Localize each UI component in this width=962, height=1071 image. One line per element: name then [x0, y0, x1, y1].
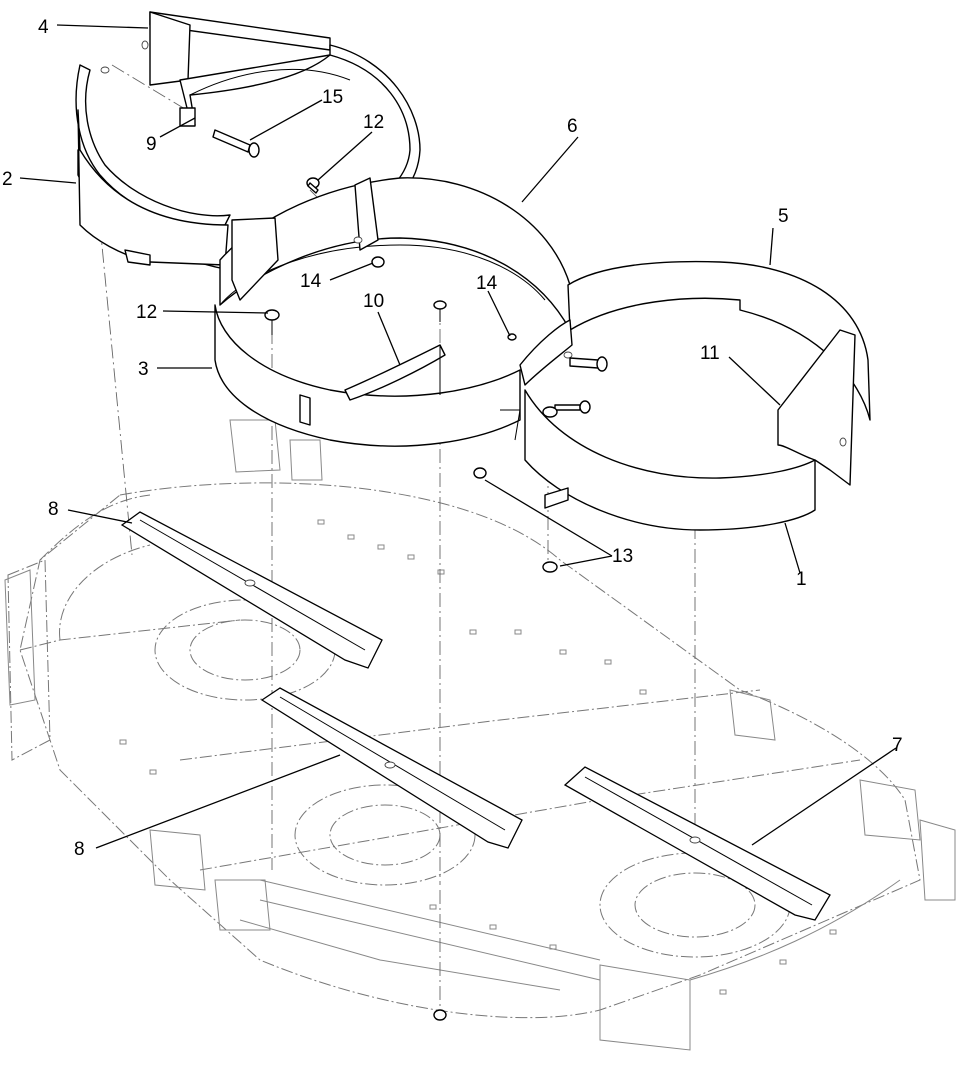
callout-5: 5: [778, 206, 789, 227]
callout-15: 15: [322, 87, 343, 108]
baffle-right: [500, 260, 871, 531]
callout-11: 11: [700, 343, 720, 364]
baffle-center: [214, 177, 571, 447]
callout-1: 1: [796, 569, 807, 590]
pin-15: [212, 129, 251, 153]
callout-3: 3: [138, 359, 149, 380]
callout-13: 13: [612, 546, 633, 567]
leader-lines: [19, 24, 897, 849]
mower-deck: [4, 419, 956, 1051]
callout-14-left: 14: [300, 271, 322, 292]
callout-8-bottom: 8: [74, 839, 85, 860]
callout-2: 2: [2, 169, 13, 190]
callout-7: 7: [892, 735, 903, 756]
callout-9: 9: [146, 134, 157, 155]
callout-10: 10: [363, 291, 384, 312]
callout-8-top: 8: [48, 499, 59, 520]
hardware: [212, 129, 608, 1021]
blade-right: [563, 766, 831, 921]
blades: [120, 511, 831, 921]
callout-12-left: 12: [136, 302, 157, 323]
callout-12-top: 12: [363, 112, 384, 133]
callout-6: 6: [567, 116, 578, 137]
callout-labels: 4 2 15 9 12 6 5 14 14 12 10 11 3 8 13 1 …: [2, 17, 903, 860]
blade-left: [120, 511, 383, 669]
callout-14-right: 14: [476, 273, 498, 294]
callout-4: 4: [38, 17, 49, 38]
baffle-left: [75, 11, 421, 271]
